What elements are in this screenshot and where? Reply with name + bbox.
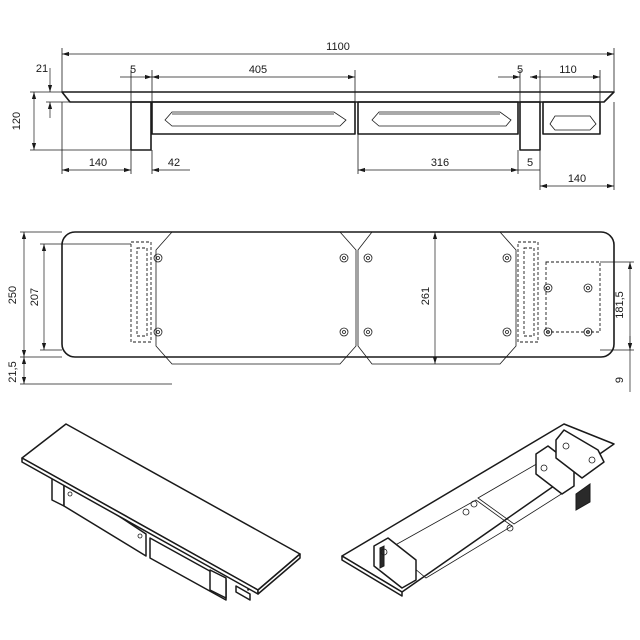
front-view: 1100 21 120 5 405 5 110 140 42 316 5 140 xyxy=(11,41,615,190)
dim-right-offset: 140 xyxy=(568,173,586,185)
dim-box-margin: 9 xyxy=(614,377,626,383)
right-drawer-front xyxy=(357,101,519,135)
iso-shelf-slab xyxy=(21,423,301,591)
dim-front-margin: 21,5 xyxy=(7,361,19,382)
dim-inner-depth: 207 xyxy=(29,288,41,306)
shelf-top-profile xyxy=(61,91,615,103)
shelf-outline xyxy=(61,231,615,358)
dim-box-depth: 181,5 xyxy=(614,291,626,319)
dim-left-offset: 140 xyxy=(89,157,107,169)
left-drawer-plate xyxy=(155,231,357,365)
front-dimension-lines xyxy=(31,51,614,189)
hidden-brackets xyxy=(130,241,601,343)
dim-left-leg-gap: 42 xyxy=(168,157,180,169)
dim-depth: 250 xyxy=(7,286,19,304)
isometric-top-view xyxy=(21,423,301,601)
right-box-front xyxy=(542,101,601,135)
left-leg xyxy=(130,101,152,151)
dim-shelf-thickness: 21 xyxy=(36,63,48,75)
dim-right-drawer-width: 316 xyxy=(431,157,449,169)
top-view: 250 207 21,5 261 181,5 9 xyxy=(7,231,634,392)
dim-overall-width: 1100 xyxy=(326,41,350,53)
left-drawer-front xyxy=(151,101,356,135)
right-leg xyxy=(519,101,541,151)
isometric-bottom-view xyxy=(341,423,615,597)
dim-drawer-depth: 261 xyxy=(420,287,432,305)
dim-right-box-width: 110 xyxy=(559,64,577,76)
right-drawer-plate xyxy=(357,231,517,365)
dim-right-gap: 5 xyxy=(517,64,523,76)
mounting-holes xyxy=(153,253,593,337)
dim-right-leg-gap: 5 xyxy=(527,157,533,169)
iso-holes xyxy=(380,442,596,556)
top-extension-lines xyxy=(20,231,634,385)
dim-left-gap: 5 xyxy=(130,64,136,76)
top-dimension-lines xyxy=(21,232,633,392)
dim-total-height: 120 xyxy=(11,112,23,130)
dim-left-drawer-width: 405 xyxy=(249,64,267,76)
